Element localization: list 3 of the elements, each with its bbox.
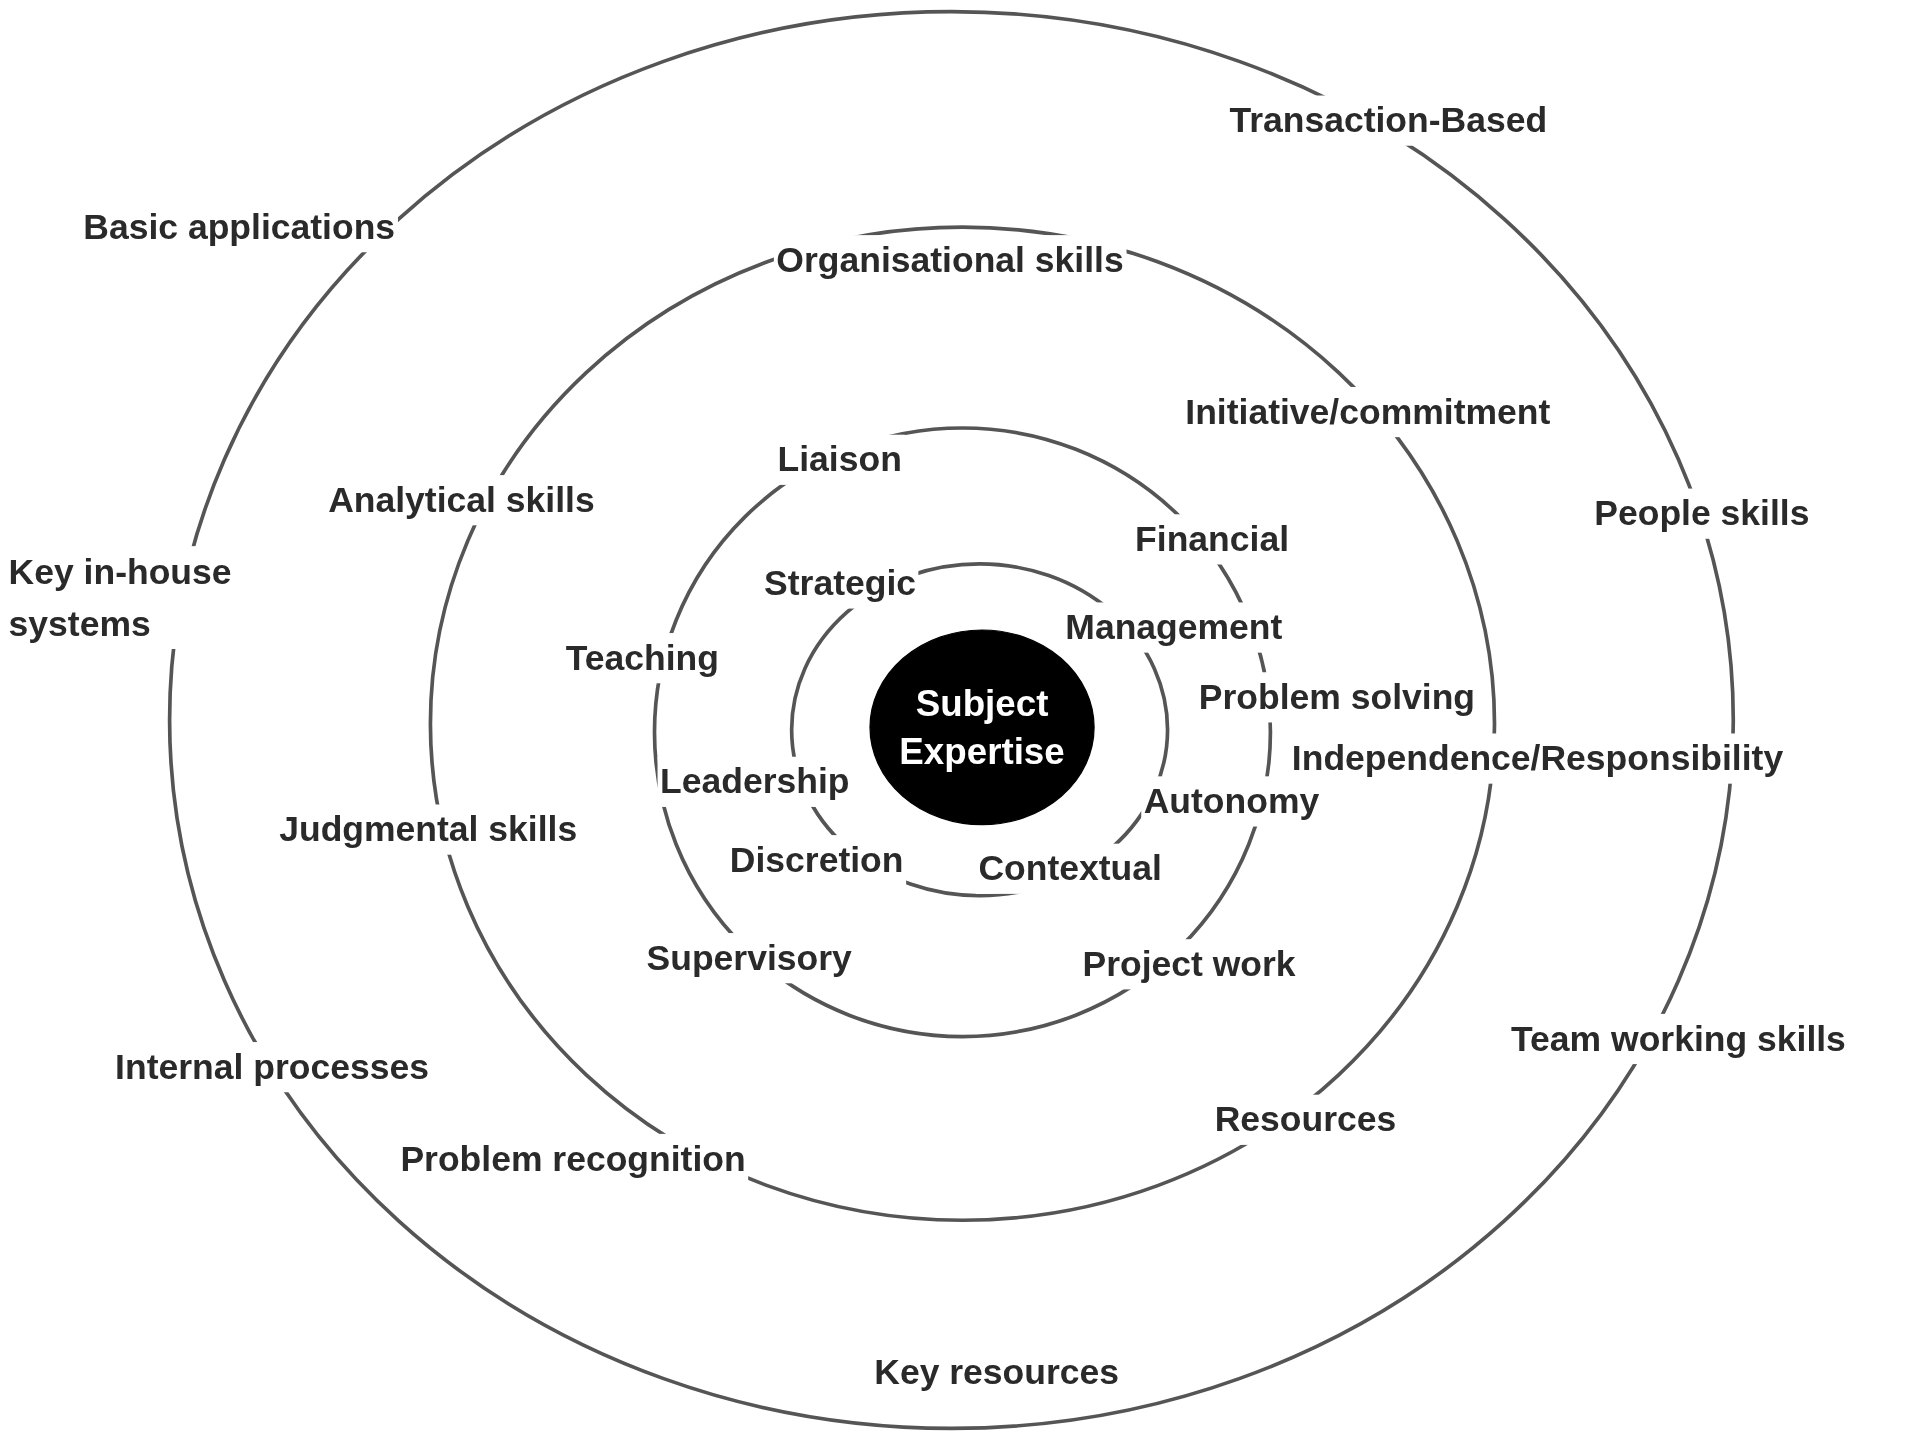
ring-label: Autonomy [1141, 776, 1322, 827]
center-label: Subject Expertise [898, 682, 1066, 774]
ring-label: Supervisory [644, 933, 855, 983]
